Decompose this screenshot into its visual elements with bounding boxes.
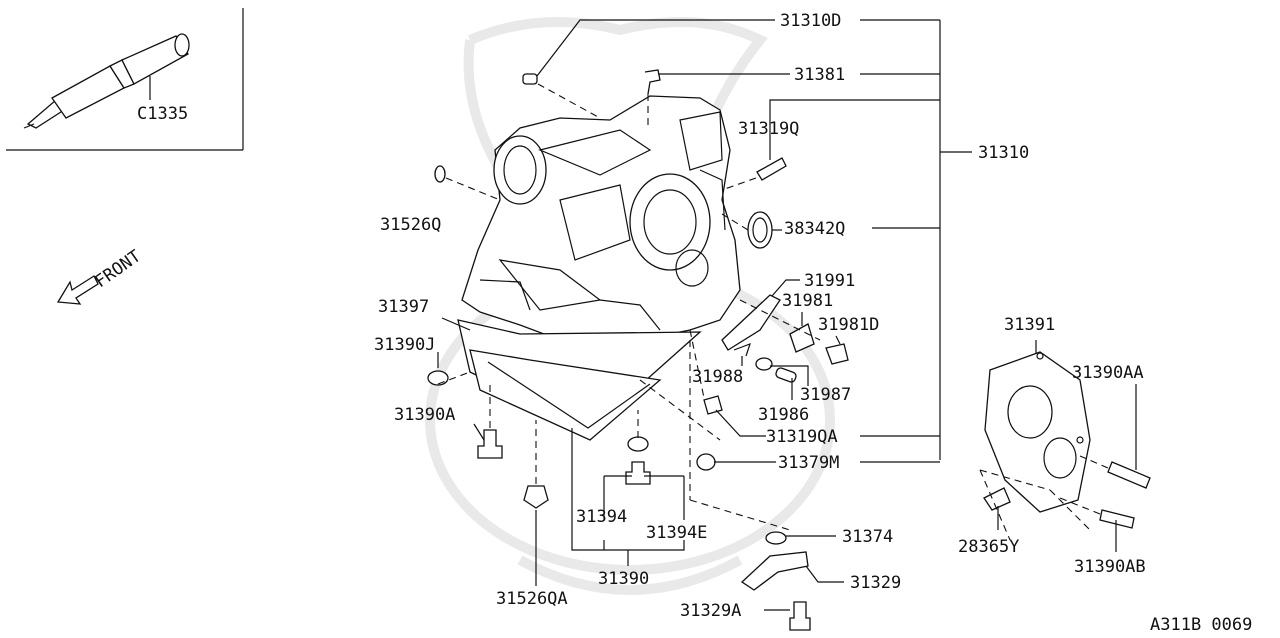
transmission-case	[461, 95, 741, 351]
label-31397: 31397	[378, 297, 429, 317]
rear-cover	[984, 351, 1091, 513]
part-31991-bracket	[721, 294, 781, 351]
sealant-tube-icon	[23, 33, 190, 129]
label-31310d: 31310D	[780, 11, 841, 31]
label-28365y: 28365Y	[958, 537, 1019, 557]
part-31319qa-plug	[703, 395, 723, 415]
part-31329a-bolt	[789, 601, 811, 631]
part-31390j-washer	[427, 370, 449, 386]
part-31394-bolt	[625, 461, 651, 485]
part-31981-plate	[789, 323, 815, 353]
part-31390a-bolt	[477, 429, 503, 459]
part-31986-pin	[775, 367, 797, 383]
watermark-emblem	[425, 17, 835, 595]
label-31981: 31981	[782, 291, 833, 311]
leader-lines	[437, 19, 1137, 611]
label-38342q: 38342Q	[784, 219, 845, 239]
oil-pan	[457, 319, 702, 441]
part-31981d-bolt	[825, 343, 849, 365]
inset-box: C1335	[6, 8, 244, 151]
label-31991: 31991	[804, 271, 855, 291]
part-31374-washer	[765, 531, 787, 545]
label-31526qa: 31526QA	[496, 589, 568, 609]
assembly-lines	[437, 83, 1109, 541]
label-31329: 31329	[850, 573, 901, 593]
part-31319q-plug	[756, 157, 787, 181]
label-c1335: C1335	[137, 104, 188, 124]
label-31390aa: 31390AA	[1072, 363, 1144, 383]
label-31394e: 31394E	[646, 523, 707, 543]
part-31390aa-bolt	[1107, 461, 1151, 489]
label-31310: 31310	[978, 143, 1029, 163]
label-31390a: 31390A	[394, 405, 455, 425]
front-label: FRONT	[91, 246, 144, 292]
label-31391: 31391	[1004, 315, 1055, 335]
label-31390j: 31390J	[374, 335, 435, 355]
label-31987: 31987	[800, 385, 851, 405]
part-31987-bushing	[755, 357, 773, 371]
label-31981d: 31981D	[818, 315, 879, 335]
label-31319qa: 31319QA	[766, 427, 838, 447]
label-31381: 31381	[794, 65, 845, 85]
label-31986: 31986	[758, 405, 809, 425]
part-31526qa-plug	[523, 485, 549, 509]
part-31329-bracket	[740, 551, 809, 591]
part-31394e-washer	[627, 436, 649, 452]
small-parts	[427, 69, 1151, 631]
part-31379m-cap	[696, 453, 716, 471]
part-28365y-clip	[983, 487, 1011, 511]
label-31394: 31394	[576, 507, 627, 527]
label-31374: 31374	[842, 527, 893, 547]
label-31379m: 31379M	[778, 453, 839, 473]
label-31526q: 31526Q	[380, 215, 441, 235]
label-31390: 31390	[598, 569, 649, 589]
label-31319q: 31319Q	[738, 119, 799, 139]
part-31381-hose	[644, 69, 661, 95]
diagram-code: A311B 0069	[1150, 615, 1252, 635]
part-labels: 31310D 31381 31319Q 31310 31526Q 38342Q …	[374, 11, 1146, 621]
part-31310d-pin	[522, 73, 538, 85]
label-31390ab: 31390AB	[1074, 557, 1146, 577]
part-31526q-oring	[434, 165, 446, 183]
part-31390ab-bolt	[1099, 509, 1135, 529]
part-31988-clip	[733, 342, 751, 357]
label-31329a: 31329A	[680, 601, 741, 621]
front-arrow: FRONT	[56, 246, 145, 305]
label-31988: 31988	[692, 367, 743, 387]
